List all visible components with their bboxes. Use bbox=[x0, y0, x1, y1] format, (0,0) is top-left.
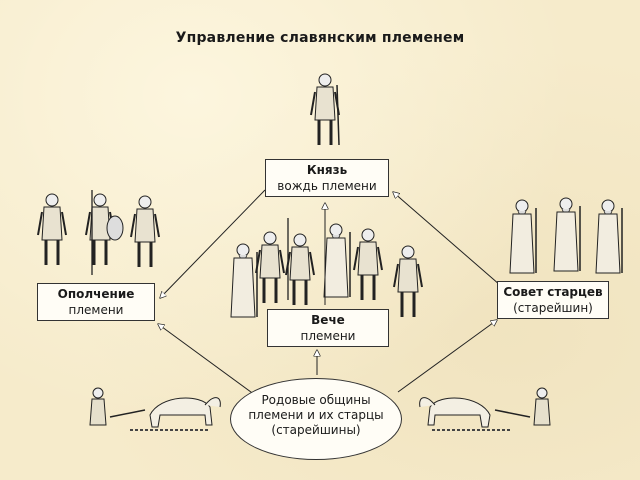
communities-line3: (старейшины) bbox=[271, 423, 361, 437]
prince-title: Князь bbox=[306, 163, 348, 177]
ploughman-left bbox=[89, 387, 222, 431]
militia-title: Ополчение bbox=[57, 287, 135, 301]
veche-title: Вече bbox=[311, 313, 345, 327]
communities-line1: Родовые общины bbox=[261, 393, 371, 407]
ploughman-right bbox=[418, 387, 551, 431]
diagram-title: Управление славянским племенем bbox=[175, 30, 465, 46]
council-subtitle: (старейшин) bbox=[513, 301, 593, 315]
militia-box: Ополчение племени bbox=[37, 283, 155, 321]
veche-box: Вече племени bbox=[267, 309, 389, 347]
council-title: Совет старцев bbox=[503, 285, 603, 299]
veche-crowd-figures bbox=[230, 218, 424, 319]
communities-ellipse: Родовые общины племени и их старцы (стар… bbox=[230, 378, 402, 460]
council-box: Совет старцев (старейшин) bbox=[497, 281, 609, 319]
diagram-arrows bbox=[158, 189, 501, 396]
militia-subtitle: племени bbox=[68, 303, 124, 317]
prince-box: Князь вождь племени bbox=[265, 159, 389, 197]
prince-figure bbox=[309, 72, 341, 147]
veche-subtitle: племени bbox=[300, 329, 356, 343]
militia-figures bbox=[36, 190, 161, 275]
communities-line2: племени и их старцы bbox=[248, 408, 384, 422]
council-elders-figures bbox=[509, 197, 623, 274]
prince-subtitle: вождь племени bbox=[277, 179, 377, 193]
